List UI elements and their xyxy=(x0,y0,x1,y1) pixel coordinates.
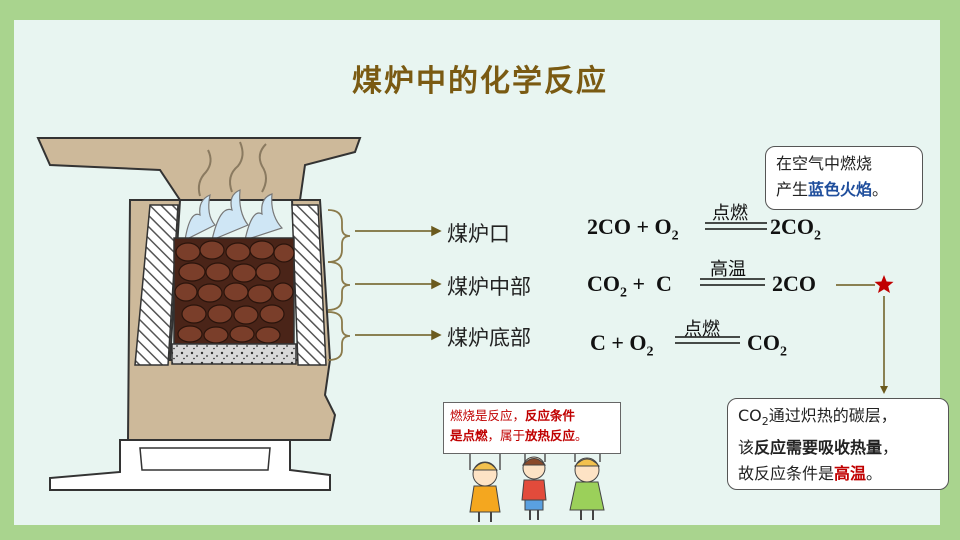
equation-2-reactants: CO2 + C xyxy=(587,271,672,301)
equation-1-products: 2CO2 xyxy=(770,214,821,244)
page-title: 煤炉中的化学反应 xyxy=(352,64,608,99)
equation-3-reactants: C + O2 xyxy=(590,330,654,360)
coal-lumps xyxy=(174,240,295,344)
label-stove-mouth: 煤炉口 xyxy=(447,222,510,246)
kids-sign-line1: 燃烧是反应，反应条件 xyxy=(450,408,576,423)
kids-sign: 燃烧是反应，反应条件 是点燃，属于放热反应。 xyxy=(443,402,621,454)
callout-blue-flame-line2: 产生蓝色火焰。 xyxy=(776,180,889,199)
equation-3-condition: 点燃 xyxy=(684,319,720,340)
stove-body xyxy=(126,199,337,441)
equation-signs xyxy=(675,222,767,344)
label-arrows xyxy=(355,225,442,341)
equation-3-products: CO2 xyxy=(747,330,787,360)
label-stove-bottom: 煤炉底部 xyxy=(447,326,531,350)
equation-1-reactants: 2CO + O2 xyxy=(587,214,679,244)
callout-high-temp-line1: CO2通过炽热的碳层， xyxy=(738,406,897,429)
arrow-down-icon xyxy=(880,386,888,394)
stove-wall-right xyxy=(291,204,327,366)
callout-high-temp-line2: 该反应需要吸收热量， xyxy=(738,438,899,458)
callout-high-temp: CO2通过炽热的碳层， 该反应需要吸收热量， 故反应条件是高温。 xyxy=(727,398,949,490)
kids-sign-line2: 是点燃，属于放热反应。 xyxy=(450,428,588,443)
callout-blue-flame: 在空气中燃烧 产生蓝色火焰。 xyxy=(765,146,923,210)
star-icon xyxy=(874,275,894,293)
equation-1-condition: 点燃 xyxy=(712,203,748,224)
smoke xyxy=(197,141,267,197)
kids-illustration xyxy=(469,450,605,522)
flames xyxy=(184,189,284,242)
callout-blue-flame-line1: 在空气中燃烧 xyxy=(776,154,873,173)
equation-2-products: 2CO xyxy=(772,271,816,296)
ash-layer xyxy=(171,343,297,365)
label-stove-middle: 煤炉中部 xyxy=(447,275,531,299)
braces xyxy=(327,209,351,361)
callout-high-temp-line3: 故反应条件是高温。 xyxy=(738,464,883,484)
equation-2-condition: 高温 xyxy=(710,259,746,280)
stove-wall-left xyxy=(134,204,179,366)
